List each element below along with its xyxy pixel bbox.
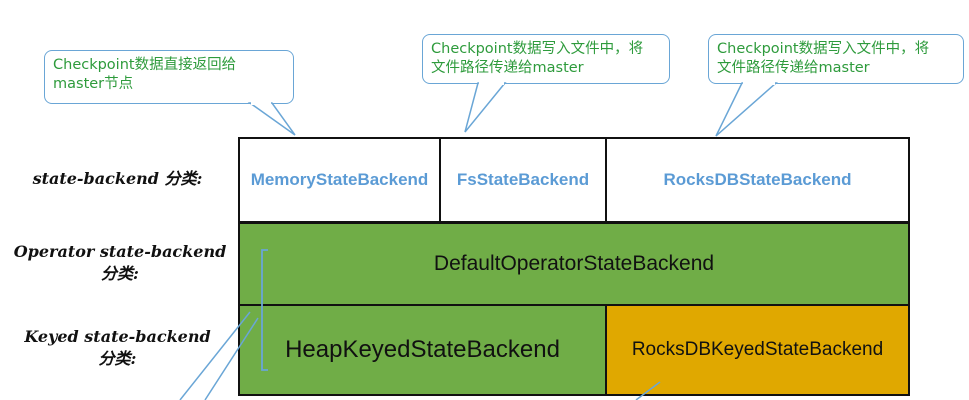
default-operator-state-backend-label: DefaultOperatorStateBackend	[433, 252, 715, 275]
pointer-line-left	[179, 311, 251, 400]
row-label-keyed-line2: 分类:	[98, 349, 137, 368]
row-label-keyed-line1: Keyed state-backend	[24, 327, 211, 346]
rocksdb-state-backend-box: RocksDBStateBackend	[605, 137, 910, 223]
callout-fs-line2: 文件路径传递给master	[431, 60, 584, 76]
memory-state-backend-box: MemoryStateBackend	[238, 137, 441, 223]
callout-memory-line2: master节点	[53, 76, 134, 92]
pointer-line-right	[635, 381, 661, 400]
row-label-operator-line1: Operator state-backend	[13, 242, 227, 261]
heap-keyed-state-backend-label: HeapKeyedStateBackend	[285, 336, 560, 363]
memory-state-backend-label: MemoryStateBackend	[250, 170, 429, 189]
rocksdb-keyed-state-backend-box: RocksDBKeyedStateBackend	[605, 304, 910, 396]
row-label-state-backend-text: state-backend 分类:	[32, 169, 203, 188]
callout-rocksdb-pointer	[715, 82, 778, 137]
row-label-keyed: Keyed state-backend 分类:	[15, 326, 220, 370]
callout-memory: Checkpoint数据直接返回给 master节点	[44, 50, 294, 104]
rocksdb-state-backend-label: RocksDBStateBackend	[663, 170, 852, 189]
callout-fs-pointer	[464, 82, 507, 133]
default-operator-state-backend-box: DefaultOperatorStateBackend	[238, 222, 910, 306]
callout-fs: Checkpoint数据写入文件中，将 文件路径传递给master	[422, 34, 670, 84]
rocksdb-keyed-state-backend-label: RocksDBKeyedStateBackend	[631, 339, 884, 360]
row-label-operator: Operator state-backend 分类:	[5, 241, 235, 285]
row-label-operator-line2: 分类:	[101, 264, 139, 283]
callout-memory-line1: Checkpoint数据直接返回给	[53, 57, 237, 73]
callout-memory-pointer	[247, 102, 296, 136]
callout-rocksdb-line2: 文件路径传递给master	[717, 60, 870, 76]
left-bracket	[261, 249, 268, 371]
pointer-line-left-2	[204, 317, 259, 400]
callout-rocksdb: Checkpoint数据写入文件中，将 文件路径传递给master	[708, 34, 964, 84]
callout-rocksdb-line1: Checkpoint数据写入文件中，将	[717, 41, 930, 57]
callout-fs-line1: Checkpoint数据写入文件中，将	[431, 41, 644, 57]
row-label-state-backend: state-backend 分类:	[15, 168, 220, 190]
heap-keyed-state-backend-box: HeapKeyedStateBackend	[238, 304, 607, 396]
fs-state-backend-label: FsStateBackend	[456, 170, 590, 189]
